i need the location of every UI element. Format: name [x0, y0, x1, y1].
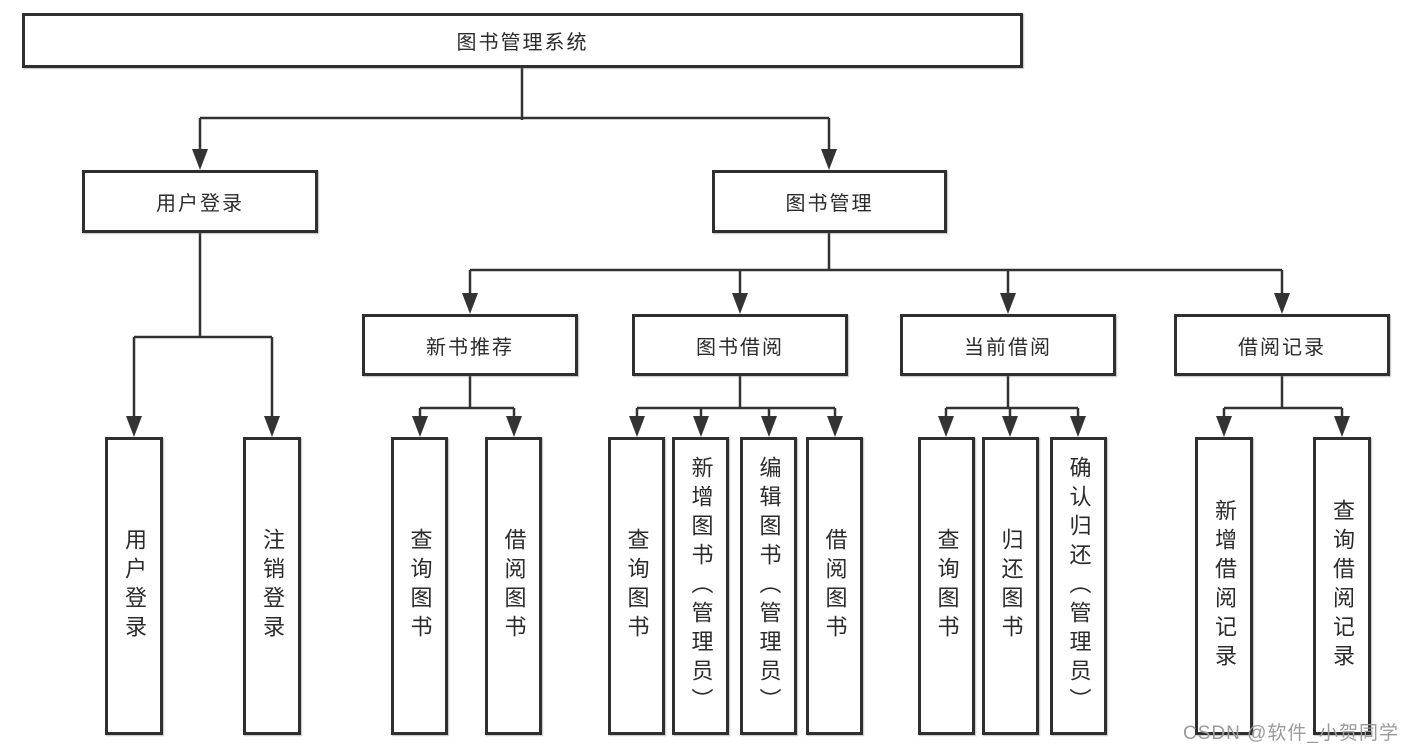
node-book-management: 图书管理	[712, 170, 947, 233]
arrowheads	[126, 149, 1350, 437]
arrowhead-icon	[693, 416, 709, 437]
arrowhead-icon	[821, 149, 837, 170]
arrowhead-icon	[827, 416, 843, 437]
arrowhead-icon	[732, 293, 748, 314]
tree-edges	[132, 68, 1344, 419]
node-user-login: 用户登录	[82, 170, 318, 233]
leaf-logout: 注销登录	[243, 437, 301, 735]
node-book-borrow: 图书借阅	[632, 314, 848, 376]
leaf-newbook-borrow-books: 借阅图书	[485, 437, 542, 735]
node-system-root: 图书管理系统	[22, 13, 1023, 68]
arrowhead-icon	[412, 416, 428, 437]
leaf-newbook-query-books: 查询图书	[391, 437, 448, 735]
leaf-borrow-add-books-admin: 新增图书（管理员）	[672, 437, 729, 735]
csdn-watermark: CSDN @软件_小贺同学	[1183, 723, 1399, 744]
node-current-borrow: 当前借阅	[900, 314, 1116, 376]
arrowhead-icon	[1002, 416, 1018, 437]
arrowhead-icon	[629, 416, 645, 437]
leaf-current-return-books: 归还图书	[982, 437, 1039, 735]
arrowhead-icon	[126, 416, 142, 437]
arrowhead-icon	[1000, 293, 1016, 314]
leaf-records-query-record: 查询借阅记录	[1313, 437, 1371, 735]
arrowhead-icon	[1070, 416, 1086, 437]
leaf-user-login: 用户登录	[105, 437, 163, 735]
arrowhead-icon	[1274, 293, 1290, 314]
leaf-borrow-borrow-books: 借阅图书	[806, 437, 863, 735]
arrowhead-icon	[1334, 416, 1350, 437]
arrowhead-icon	[264, 416, 280, 437]
arrowhead-icon	[462, 293, 478, 314]
arrowhead-icon	[761, 416, 777, 437]
leaf-records-add-record: 新增借阅记录	[1195, 437, 1253, 735]
leaf-current-confirm-return-admin: 确认归还（管理员）	[1050, 437, 1107, 735]
arrowhead-icon	[192, 149, 208, 170]
leaf-borrow-edit-books-admin: 编辑图书（管理员）	[740, 437, 797, 735]
node-borrow-records: 借阅记录	[1174, 314, 1390, 376]
leaf-borrow-query-books: 查询图书	[608, 437, 665, 735]
node-new-book-recommend: 新书推荐	[362, 314, 578, 376]
arrowhead-icon	[938, 416, 954, 437]
arrowhead-icon	[506, 416, 522, 437]
leaf-current-query-books: 查询图书	[918, 437, 975, 735]
arrowhead-icon	[1216, 416, 1232, 437]
